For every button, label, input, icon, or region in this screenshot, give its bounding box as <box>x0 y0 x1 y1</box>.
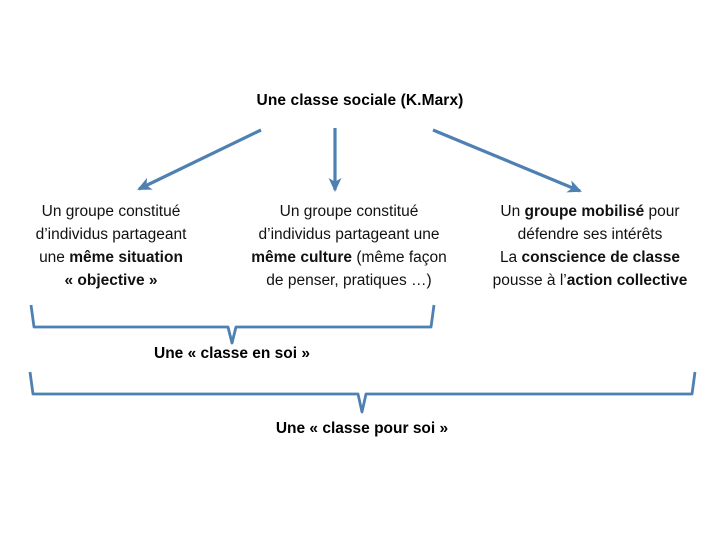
emphasis-text: conscience de classe <box>521 249 681 266</box>
emphasis-text: même situation <box>69 249 183 266</box>
plain-text: Un <box>500 203 525 220</box>
column-text-line: de penser, pratiques …) <box>228 269 470 292</box>
emphasis-text: même culture <box>251 249 353 266</box>
plain-text: de penser, pratiques …) <box>266 272 432 289</box>
emphasis-text: action collective <box>566 272 688 289</box>
plain-text: Un groupe constitué <box>41 203 181 220</box>
plain-text: défendre ses intérêts <box>517 226 663 243</box>
column-text-line: d’individus partageant <box>2 223 220 246</box>
column-meme-culture: Un groupe constitué d’individus partagean… <box>228 200 470 292</box>
column-text-line: défendre ses intérêts <box>462 223 718 246</box>
arrow-to-column-1-icon <box>137 128 262 191</box>
brace-label-classe-en-soi: Une « classe en soi » <box>154 345 310 362</box>
column-text-line: Un groupe constitué <box>2 200 220 223</box>
plain-text: d’individus partageant une <box>258 226 440 243</box>
plain-text: d’individus partageant <box>35 226 187 243</box>
column-text-line: Un groupe constitué <box>228 200 470 223</box>
emphasis-text: groupe mobilisé <box>524 203 645 220</box>
plain-text: pour <box>644 203 680 220</box>
page-title: Une classe sociale (K.Marx) <box>256 92 464 109</box>
plain-text: une <box>39 249 70 266</box>
plain-text: La <box>499 249 522 266</box>
column-situation-objective: Un groupe constitué d’individus partagean… <box>2 200 220 292</box>
brace-classe-pour-soi-icon <box>28 371 697 414</box>
column-groupe-mobilise: Un groupe mobilisé pour défendre ses inté… <box>462 200 718 292</box>
plain-text: pousse à l’ <box>492 272 567 289</box>
column-text-line: pousse à l’action collective <box>462 269 718 292</box>
column-text-line: une même situation <box>2 246 220 269</box>
brace-label-classe-pour-soi: Une « classe pour soi » <box>275 420 449 437</box>
arrow-to-column-3-icon <box>432 128 582 193</box>
column-text-line: d’individus partageant une <box>228 223 470 246</box>
plain-text: (même façon <box>352 249 447 266</box>
column-text-line: Un groupe mobilisé pour <box>462 200 718 223</box>
column-text-line: même culture (même façon <box>228 246 470 269</box>
emphasis-text: « objective » <box>64 272 158 289</box>
column-text-line: « objective » <box>2 269 220 292</box>
column-text-line: La conscience de classe <box>462 246 718 269</box>
plain-text: Un groupe constitué <box>279 203 419 220</box>
brace-classe-en-soi-icon <box>29 304 436 345</box>
